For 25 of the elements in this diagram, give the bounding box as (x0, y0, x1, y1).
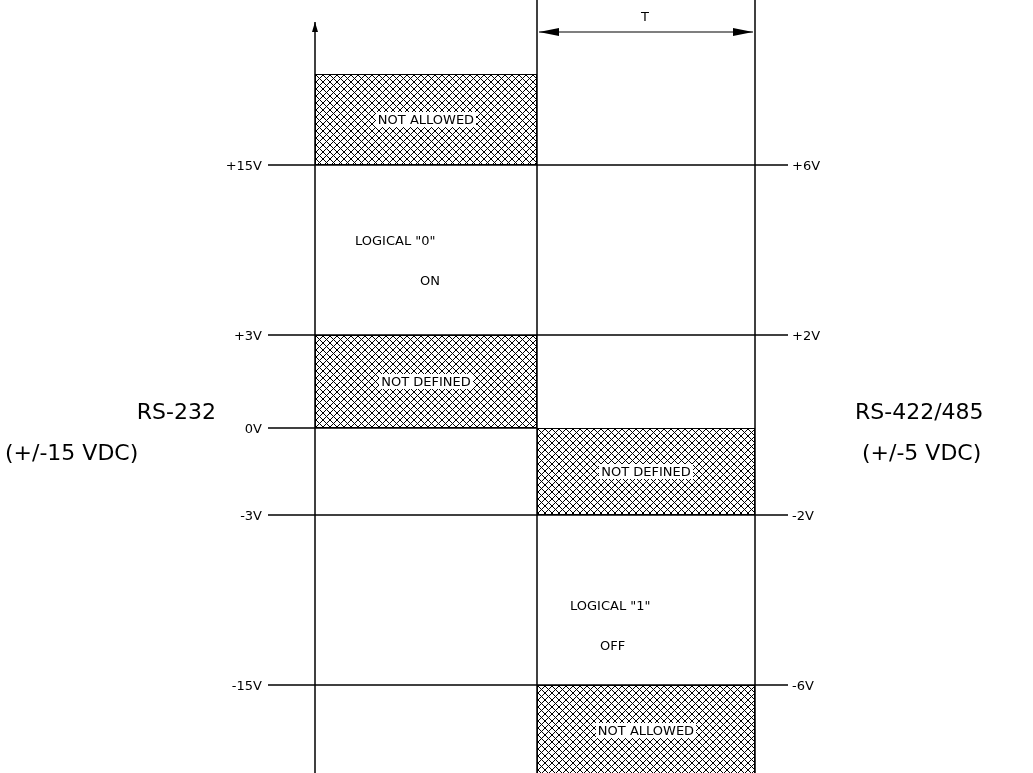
voltage-label: +15V (225, 157, 262, 173)
state-label: OFF (600, 637, 626, 653)
voltage-label: 0V (244, 420, 262, 436)
voltage-label: -3V (240, 507, 262, 523)
voltage-label: +2V (792, 327, 821, 343)
interface-label: (+/-5 VDC) (862, 439, 982, 465)
interface-label: (+/-15 VDC) (5, 439, 139, 465)
hatched-region (315, 335, 537, 428)
state-label: LOGICAL "1" (570, 597, 651, 613)
hatched-region (315, 74, 537, 165)
voltage-label: -15V (231, 677, 262, 693)
voltage-label: -6V (792, 677, 814, 693)
hatched-region (537, 685, 755, 773)
region-label: NOT DEFINED (379, 374, 473, 389)
interface-label: RS-422/485 (855, 398, 984, 424)
region-label: NOT DEFINED (599, 464, 693, 479)
voltage-label: -2V (792, 507, 814, 523)
hatched-region (537, 428, 755, 515)
voltage-label: +3V (233, 327, 262, 343)
state-label: LOGICAL "0" (355, 232, 436, 248)
state-label: ON (420, 272, 440, 288)
dimension-label: T (641, 8, 649, 24)
region-label: NOT ALLOWED (375, 112, 477, 127)
interface-label: RS-232 (136, 398, 216, 424)
voltage-label: +6V (792, 157, 821, 173)
